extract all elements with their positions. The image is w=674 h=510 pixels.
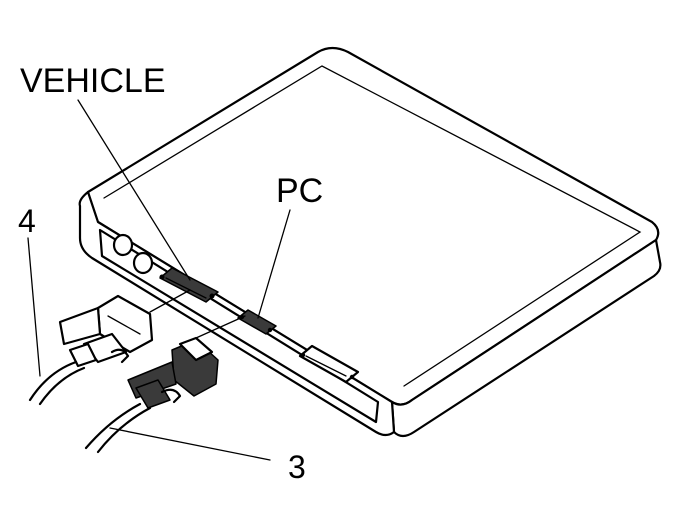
pc-label: PC [276, 172, 323, 210]
power-jacks [112, 233, 154, 275]
cable-3-connector [127, 336, 219, 409]
cable-4-label: 4 [18, 203, 36, 239]
vehicle-leader-line [77, 99, 191, 281]
pc-leader-line [257, 209, 291, 319]
leader-lines [27, 99, 291, 461]
vehicle-label: VEHICLE [20, 62, 166, 100]
cable-3-leader-line [109, 427, 271, 461]
cable-3-wire [84, 402, 152, 454]
status-led-icon [112, 233, 134, 257]
cable-4-connector [58, 294, 154, 368]
power-jack-icon [132, 251, 154, 275]
interface-box [78, 46, 662, 438]
aux-port [298, 344, 360, 384]
cable-3-label: 3 [288, 449, 306, 485]
alignment-lines [149, 289, 246, 339]
cable-4-wire [28, 360, 86, 406]
cable-4-leader-line [27, 237, 41, 377]
vehicle-port [159, 267, 219, 303]
